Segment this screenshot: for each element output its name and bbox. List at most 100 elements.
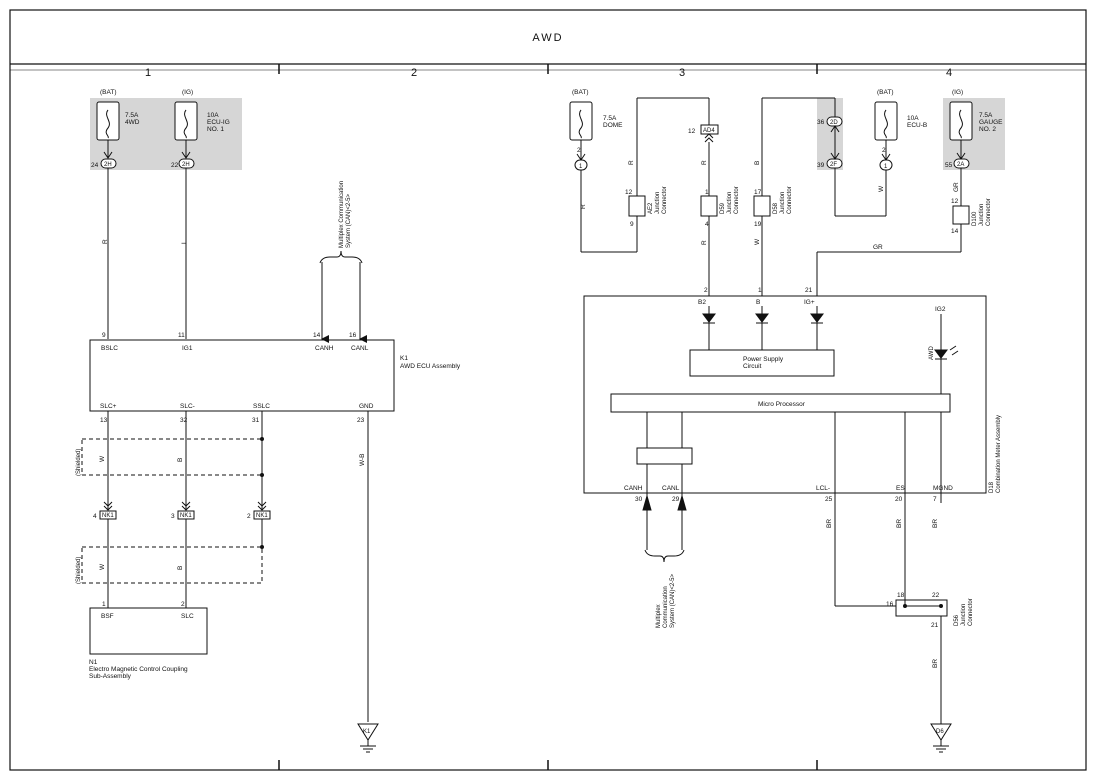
svg-text:16: 16 — [349, 332, 357, 339]
svg-text:2F: 2F — [830, 162, 837, 168]
column-number: 3 — [679, 67, 685, 79]
fuse-icon — [183, 109, 188, 139]
svg-text:SLC+: SLC+ — [100, 403, 117, 410]
awd-ecu-assembly: 9 11 14 16 BSLC IG1 CANH CANL SLC+ SLC- … — [89, 332, 461, 424]
svg-text:1: 1 — [579, 164, 583, 170]
svg-text:D100: D100 — [972, 211, 978, 226]
svg-text:17: 17 — [754, 189, 762, 196]
svg-text:2H: 2H — [104, 162, 112, 168]
svg-text:13: 13 — [100, 417, 108, 424]
column-number: 2 — [411, 67, 417, 79]
svg-text:Circuit: Circuit — [743, 363, 762, 370]
svg-text:BR: BR — [826, 519, 833, 528]
svg-text:W: W — [99, 455, 106, 462]
svg-text:ECU-IG: ECU-IG — [207, 119, 230, 126]
svg-text:BR: BR — [932, 519, 939, 528]
fuse-block-left: (BAT) (IG) 7.5A 4WD 10A ECU-IG NO. 1 — [90, 89, 242, 170]
svg-text:AE2: AE2 — [648, 202, 654, 214]
ground-icon: K1 — [357, 723, 379, 753]
svg-text:1: 1 — [705, 189, 709, 196]
svg-text:Communication: Communication — [663, 586, 669, 628]
svg-text:B2: B2 — [698, 299, 706, 306]
svg-text:11: 11 — [178, 332, 185, 339]
svg-text:BR: BR — [932, 659, 939, 668]
diagram-title: AWD — [532, 32, 564, 44]
ground-icon: D6 — [930, 723, 952, 753]
svg-text:2: 2 — [704, 287, 708, 294]
svg-text:18: 18 — [897, 592, 905, 599]
svg-text:N1: N1 — [89, 659, 98, 666]
svg-text:LCL-: LCL- — [816, 485, 830, 492]
svg-text:22: 22 — [171, 162, 179, 169]
svg-text:2: 2 — [577, 147, 581, 154]
svg-text:Junction: Junction — [780, 192, 786, 214]
svg-text:DOME: DOME — [603, 122, 623, 129]
svg-text:R: R — [580, 204, 587, 209]
column-number: 1 — [145, 67, 151, 79]
svg-text:R: R — [102, 239, 109, 244]
svg-text:Connector: Connector — [734, 186, 740, 214]
svg-text:7.5A: 7.5A — [979, 112, 993, 119]
svg-text:CANH: CANH — [315, 345, 334, 352]
svg-text:10A: 10A — [207, 112, 219, 119]
svg-text:Connector: Connector — [662, 186, 668, 214]
svg-text:32: 32 — [180, 417, 188, 424]
svg-text:K1: K1 — [400, 355, 408, 362]
svg-text:BR: BR — [896, 519, 903, 528]
svg-text:(BAT): (BAT) — [877, 89, 894, 96]
svg-text:12: 12 — [688, 128, 696, 135]
svg-text:GAUGE: GAUGE — [979, 119, 1003, 126]
wires-left-lower — [81, 411, 369, 722]
svg-text:Combination Meter Assembly: Combination Meter Assembly — [996, 415, 1002, 493]
svg-text:MGND: MGND — [933, 485, 953, 492]
svg-text:Power Supply: Power Supply — [743, 356, 784, 363]
svg-text:CANH: CANH — [624, 485, 643, 492]
svg-text:30: 30 — [635, 496, 643, 503]
svg-text:Connector: Connector — [986, 198, 992, 226]
svg-text:22: 22 — [932, 592, 940, 599]
svg-text:10A: 10A — [907, 115, 919, 122]
svg-text:9: 9 — [630, 221, 634, 228]
svg-text:2H: 2H — [182, 162, 190, 168]
svg-text:3: 3 — [171, 513, 175, 520]
svg-text:W: W — [878, 185, 885, 192]
svg-text:16: 16 — [886, 601, 894, 608]
column-numbers: 1 2 3 4 — [145, 67, 952, 79]
svg-text:AWD ECU Assembly: AWD ECU Assembly — [400, 363, 461, 370]
svg-text:(IG): (IG) — [182, 89, 193, 96]
svg-text:7: 7 — [933, 496, 937, 503]
svg-text:2: 2 — [882, 147, 886, 154]
svg-text:19: 19 — [754, 221, 762, 228]
svg-text:B: B — [756, 299, 760, 306]
svg-text:4: 4 — [93, 513, 97, 520]
svg-text:NK1: NK1 — [102, 513, 114, 519]
svg-text:ECU-B: ECU-B — [907, 122, 927, 129]
svg-text:12: 12 — [951, 198, 959, 205]
svg-text:(Shielded): (Shielded) — [76, 449, 82, 476]
svg-text:ES: ES — [896, 485, 905, 492]
svg-text:NO. 1: NO. 1 — [207, 126, 224, 133]
svg-text:W: W — [754, 238, 761, 245]
fuse-icon — [578, 109, 583, 139]
svg-text:1: 1 — [758, 287, 762, 294]
svg-text:GR: GR — [873, 244, 883, 251]
svg-text:7.5A: 7.5A — [125, 112, 139, 119]
svg-text:CANL: CANL — [351, 345, 369, 352]
svg-text:4WD: 4WD — [125, 119, 140, 126]
wires-left — [107, 168, 367, 343]
svg-text:14: 14 — [313, 332, 321, 339]
svg-text:21: 21 — [805, 287, 813, 294]
svg-text:System (CAN)<2-5>: System (CAN)<2-5> — [670, 573, 676, 628]
svg-text:Multiplex Communication: Multiplex Communication — [339, 181, 345, 248]
svg-text:BSF: BSF — [101, 613, 114, 620]
svg-text:55: 55 — [945, 162, 953, 169]
svg-text:GND: GND — [359, 403, 374, 410]
coupling-n1: 1 2 BSF SLC N1 Electro Magnetic Control … — [89, 601, 208, 680]
fuse-icon — [883, 109, 888, 139]
svg-text:D58: D58 — [773, 202, 779, 214]
svg-text:20: 20 — [895, 496, 903, 503]
fuse-block-right: (BAT) (BAT) (IG) 7.5A DOME 10A ECU-B 7.5… — [569, 89, 1005, 170]
frame — [9, 9, 1087, 771]
svg-text:(BAT): (BAT) — [572, 89, 589, 96]
svg-text:31: 31 — [252, 417, 260, 424]
